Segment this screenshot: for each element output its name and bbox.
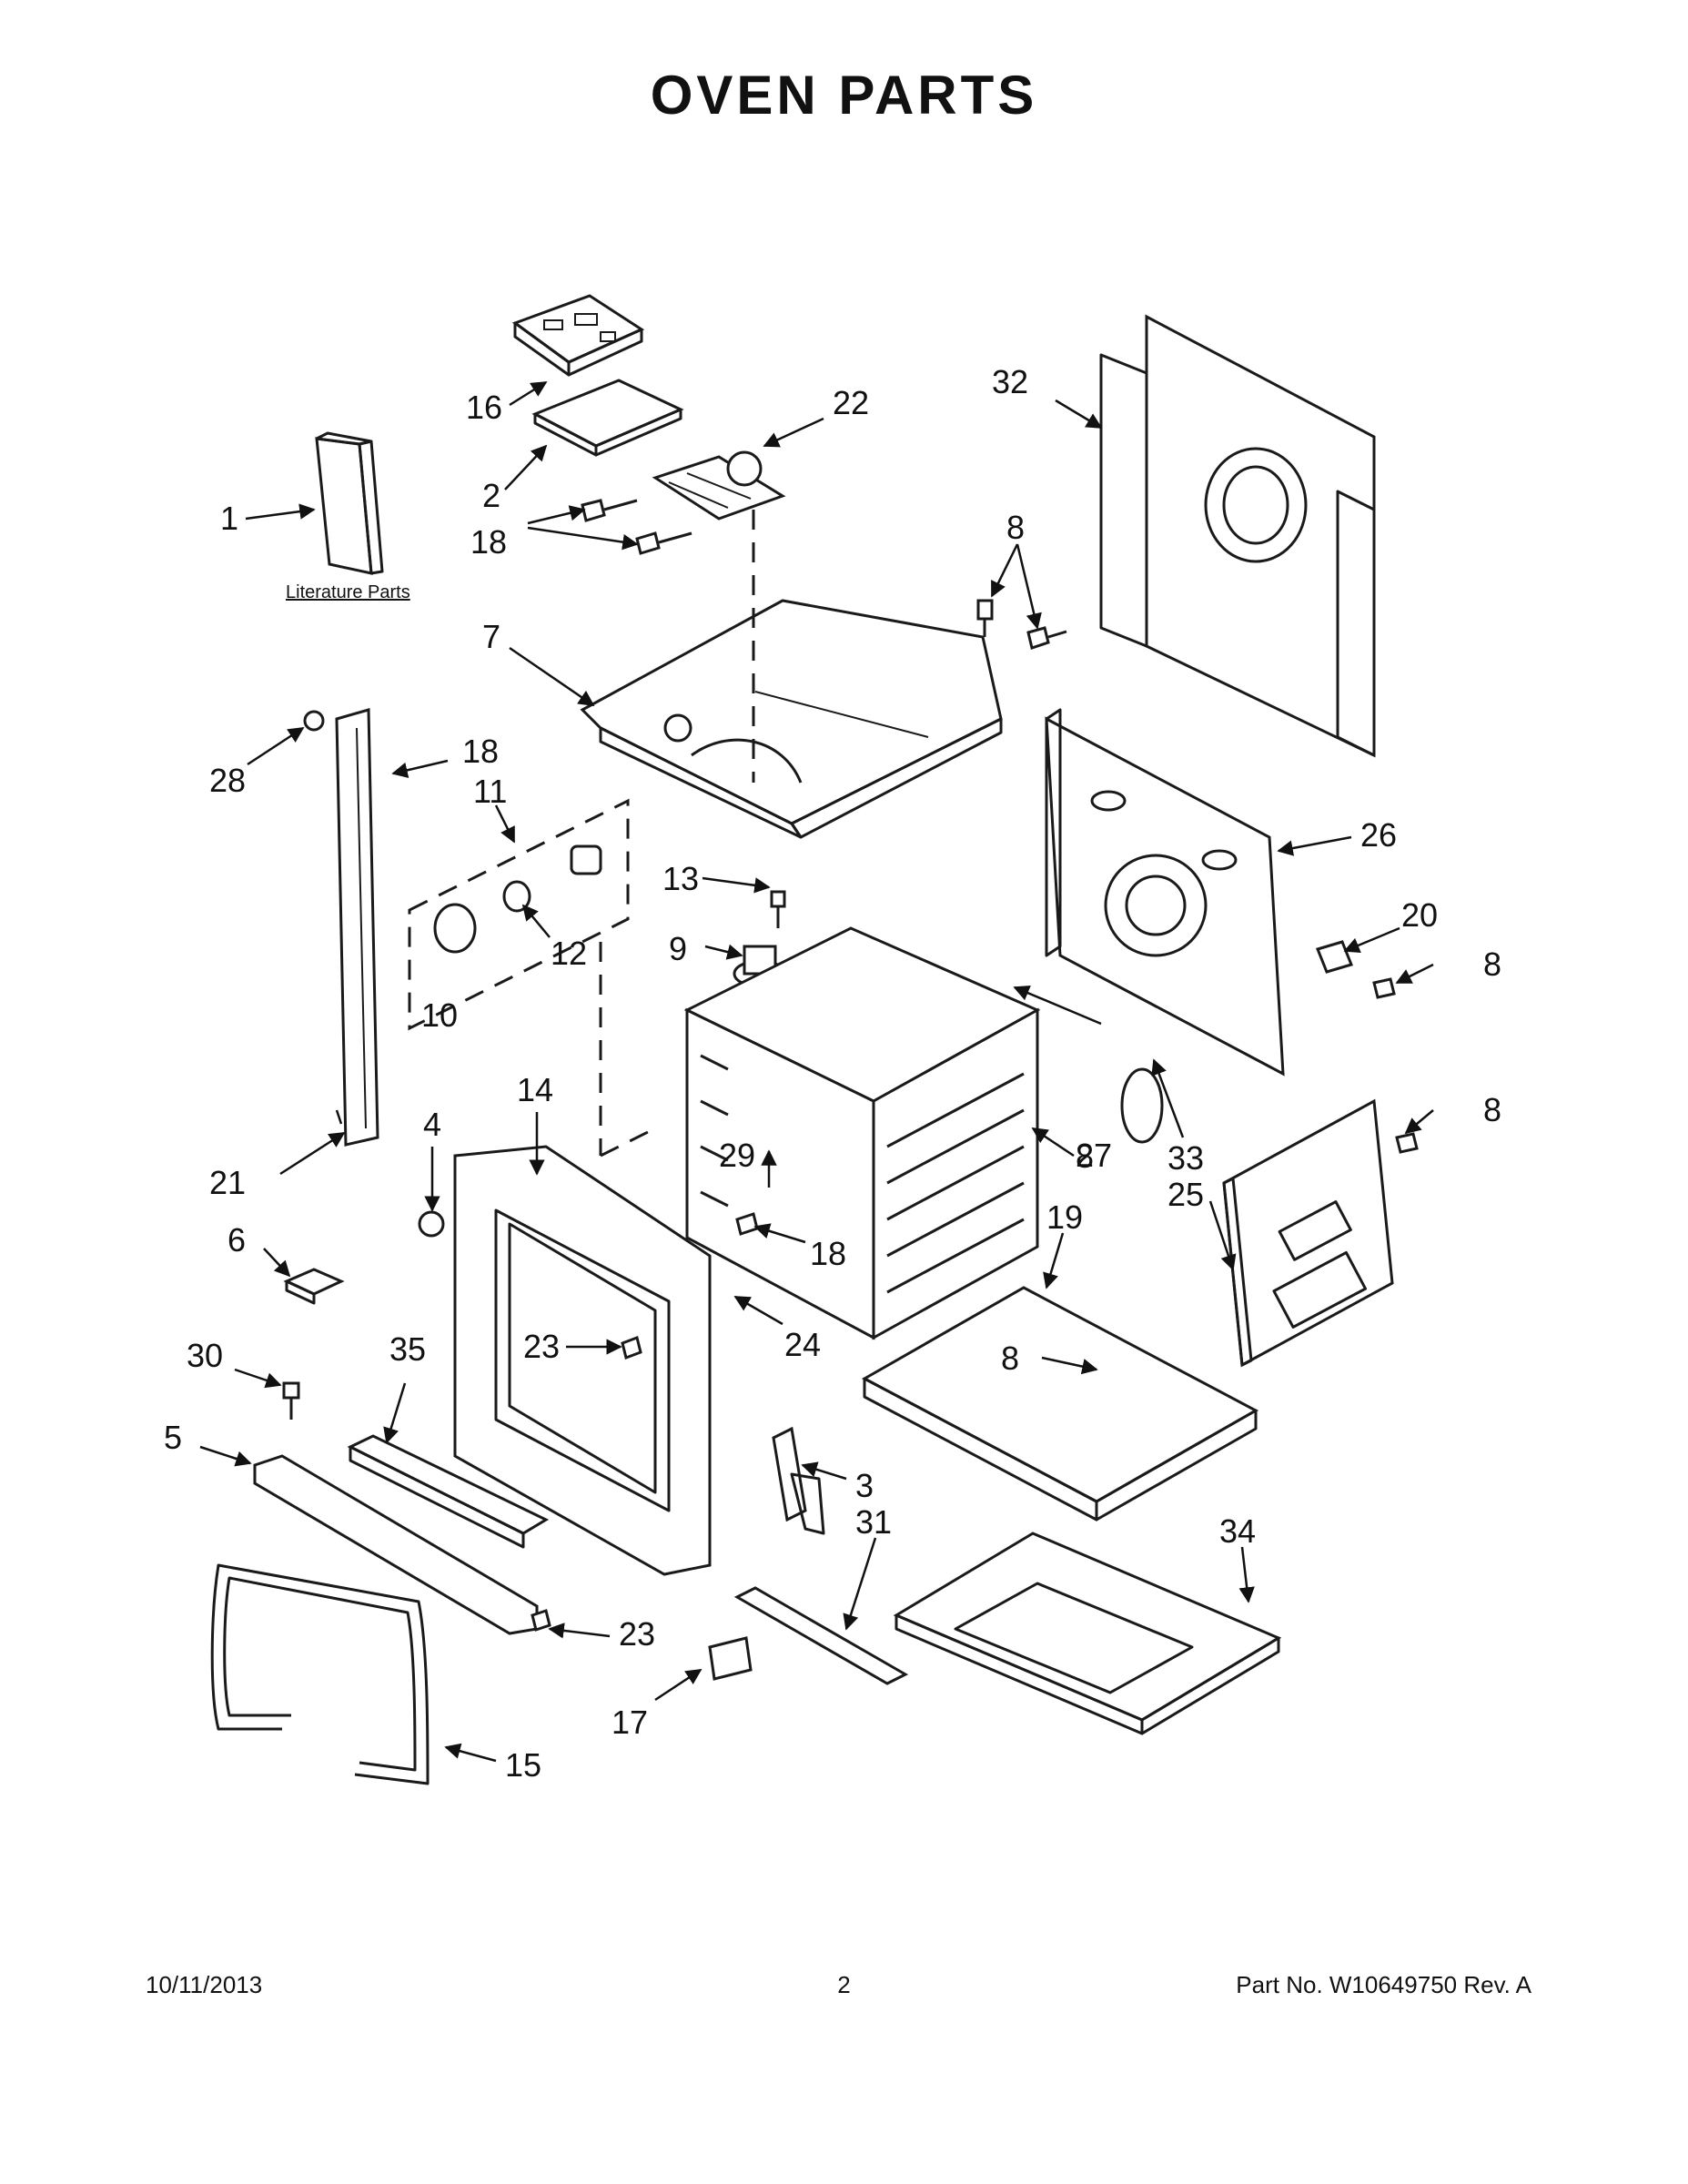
- callout-18-cavity: 18: [810, 1235, 846, 1272]
- callout-13: 13: [662, 860, 699, 897]
- callout-18-top: 18: [470, 523, 507, 561]
- callout-5: 5: [164, 1419, 182, 1456]
- fan-gasket: [1120, 1067, 1164, 1144]
- callout-8-tray: 8: [1001, 1340, 1019, 1377]
- oven-top-panel: [580, 599, 1003, 839]
- literature-parts-booklet: [315, 431, 384, 575]
- callout-20: 20: [1401, 896, 1438, 934]
- callout-8-top: 8: [1006, 509, 1025, 546]
- callout-30: 30: [187, 1337, 223, 1374]
- callout-9: 9: [669, 930, 687, 967]
- callout-24: 24: [784, 1326, 821, 1363]
- fan-bracket: [1315, 940, 1354, 974]
- bracket-3: [772, 1426, 825, 1535]
- rack-guides-left: [700, 1054, 729, 1208]
- bottom-tray-34: [893, 1532, 1282, 1735]
- callout-27: 27: [1076, 1137, 1112, 1174]
- callout-7: 7: [482, 618, 500, 655]
- callout-10: 10: [421, 996, 458, 1034]
- screw-8-right-b: [1395, 1132, 1419, 1154]
- callout-18-left: 18: [462, 733, 499, 770]
- screw-23-upper: [621, 1336, 642, 1360]
- screw-18-upper-a: [581, 499, 638, 522]
- callout-11: 11: [473, 773, 507, 810]
- screw-23-lower: [531, 1609, 551, 1632]
- callout-15: 15: [505, 1746, 541, 1784]
- screw-8-top-b: [1026, 626, 1067, 650]
- footer-page-number: 2: [837, 1971, 851, 1998]
- side-trim-left: [303, 708, 379, 1147]
- sensor-6: [283, 1268, 345, 1305]
- callout-12: 12: [551, 935, 587, 972]
- convection-fan-panel: [1045, 708, 1285, 1077]
- callout-26: 26: [1360, 816, 1397, 854]
- callout-14: 14: [517, 1071, 553, 1108]
- callout-8-cavity: 8: [1076, 1138, 1094, 1175]
- knob-assembly: [433, 844, 602, 954]
- rack-guides-right: [886, 1072, 1025, 1294]
- callout-4: 4: [423, 1106, 441, 1143]
- callout-31: 31: [855, 1503, 892, 1541]
- control-board: [511, 294, 645, 377]
- front-frame: [453, 1145, 712, 1576]
- screw-18-upper-b: [635, 531, 692, 555]
- callout-33: 33: [1167, 1139, 1204, 1177]
- page-title: OVEN PARTS: [650, 65, 1038, 126]
- callout-8-right-a: 8: [1483, 945, 1501, 983]
- footer-part-number: Part No. W10649750 Rev. A: [1236, 1971, 1531, 1998]
- callout-labels: 1 2 16 22 18 32 8 7 28 18 11 12 10 13 9 …: [164, 363, 1501, 1784]
- footer-date: 10/11/2013: [146, 1971, 263, 1998]
- control-board-cover: [531, 379, 684, 457]
- screw-30: [282, 1381, 300, 1420]
- callout-34: 34: [1219, 1512, 1256, 1550]
- callout-35: 35: [389, 1330, 426, 1368]
- literature-parts-label: Literature Parts: [286, 582, 410, 602]
- callout-21: 21: [209, 1164, 246, 1201]
- callout-29: 29: [719, 1137, 755, 1174]
- screw-8-top-a: [976, 599, 994, 637]
- callout-6: 6: [227, 1221, 246, 1259]
- bracket-17: [708, 1636, 753, 1681]
- trim-31: [733, 1586, 909, 1685]
- trim-35: [347, 1434, 550, 1549]
- callout-23-lower: 23: [619, 1615, 655, 1653]
- callout-17: 17: [612, 1704, 648, 1741]
- right-side-panel: [1222, 1098, 1394, 1368]
- screw-13: [770, 890, 786, 928]
- callout-3: 3: [855, 1467, 874, 1504]
- thermostat-switch-bracket: [652, 450, 786, 521]
- callout-8-right-b: 8: [1483, 1091, 1501, 1128]
- callout-28: 28: [209, 762, 246, 799]
- oven-back-panel: [1099, 314, 1376, 758]
- bumper-4: [418, 1210, 445, 1238]
- screw-8-right-a: [1372, 977, 1396, 999]
- callout-1: 1: [220, 500, 238, 537]
- knob-kit-outline: [408, 798, 630, 1031]
- door-gasket-15: [210, 1563, 430, 1785]
- callout-16: 16: [466, 389, 502, 426]
- callout-22: 22: [833, 384, 869, 421]
- leader-lines: [199, 380, 1434, 1763]
- callout-23-upper: 23: [523, 1328, 560, 1365]
- callout-19: 19: [1046, 1198, 1083, 1236]
- bake-element-bottom-panel: [861, 1286, 1259, 1522]
- callout-2: 2: [482, 477, 500, 514]
- callout-32: 32: [992, 363, 1028, 400]
- oven-cavity: [683, 926, 1041, 1340]
- callout-25: 25: [1167, 1176, 1204, 1213]
